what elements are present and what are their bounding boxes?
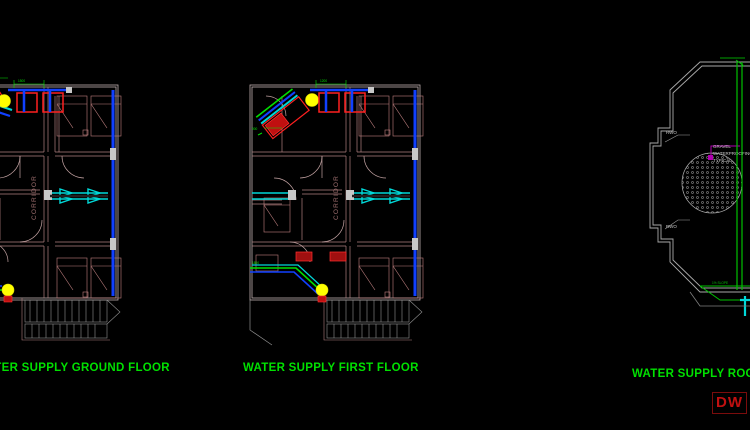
- first-supply-header: [310, 88, 368, 112]
- first-bottom-room-fixtures: [295, 251, 347, 262]
- ground-stair-outline: [21, 298, 110, 341]
- roof-label-waterproofing: WATERPROOFING: [713, 151, 750, 156]
- first-furniture: [255, 95, 424, 299]
- first-dim-label-1: 1200: [320, 79, 327, 83]
- first-header-node: [368, 87, 374, 93]
- first-left-exterior: [249, 300, 273, 346]
- first-dimension-annotations: [264, 80, 347, 129]
- first-plumbing-fixtures: [252, 188, 410, 204]
- first-valve-marker-top: [305, 93, 319, 107]
- first-corridor-label: CORRIDOR: [333, 175, 340, 220]
- ground-pipe-nodes: [110, 148, 116, 250]
- plan-title-ground-floor: WATER SUPPLY GROUND FLOOR: [0, 362, 170, 374]
- watermark-label: DW: [712, 392, 747, 414]
- ground-fixture-connectors: [44, 190, 52, 200]
- ground-dimension-annotations: [0, 77, 45, 88]
- plan-title-first-floor: WATER SUPPLY FIRST FLOOR: [243, 362, 419, 374]
- ground-furniture: [56, 95, 122, 299]
- ground-corridor-label: CORRIDOR: [31, 175, 38, 220]
- view-first-floor: CORRIDOR: [249, 79, 424, 346]
- view-roof-plan: GRAVEL WATERPROOFING TYPICAL RWO RWO: [649, 59, 750, 316]
- first-bottom-branch: [250, 264, 329, 303]
- first-riser-assembly: [255, 88, 319, 140]
- ground-water-heater-assembly: [0, 84, 13, 118]
- roof-bottom-leader: [689, 291, 750, 307]
- roof-label-rwo-bottom: RWO: [666, 224, 677, 229]
- first-stair-outline: [323, 298, 412, 341]
- ground-plumbing-fixtures: [52, 188, 108, 204]
- roof-gravel-leader-node: [708, 155, 713, 160]
- roof-rwo-callout-top: [664, 134, 690, 143]
- roof-gravel-leader: [710, 145, 740, 158]
- roof-label-rwo-top: RWO: [666, 130, 677, 135]
- first-staircase: [326, 299, 423, 339]
- roof-label-slope: 1% SLOPE: [712, 281, 728, 285]
- ground-door-swings: [0, 155, 85, 263]
- ground-staircase: [24, 299, 121, 339]
- ground-dim-label-1: 1500: [18, 79, 25, 83]
- ground-hot-water-units: [16, 92, 64, 113]
- ground-valve-marker-bottom: [1, 283, 15, 297]
- roof-gravel-waterproofing-area: [681, 152, 743, 214]
- ground-bottom-valve-assembly: [0, 283, 15, 303]
- first-pipe-nodes: [412, 148, 418, 250]
- plan-title-roof: WATER SUPPLY ROOF: [632, 368, 750, 380]
- first-dim-label-2: 900: [252, 127, 258, 131]
- roof-outline: [649, 61, 750, 293]
- ground-supply-header: [8, 88, 66, 112]
- first-fixture-connectors: [288, 190, 354, 200]
- view-ground-floor: CORRIDOR: [0, 77, 122, 341]
- ground-valve-marker-top: [0, 94, 11, 108]
- roof-green-riser: [736, 62, 743, 290]
- roof-rwo-callout-bottom: [664, 219, 690, 230]
- roof-top-marker: [735, 59, 745, 67]
- roof-label-typical: TYPICAL: [713, 158, 732, 163]
- first-hot-water-units: [318, 92, 366, 113]
- first-dim-label-3: 1800: [252, 261, 259, 265]
- first-valve-marker-bottom: [315, 283, 329, 297]
- roof-label-gravel: GRAVEL: [713, 144, 731, 149]
- ground-header-node: [66, 87, 72, 93]
